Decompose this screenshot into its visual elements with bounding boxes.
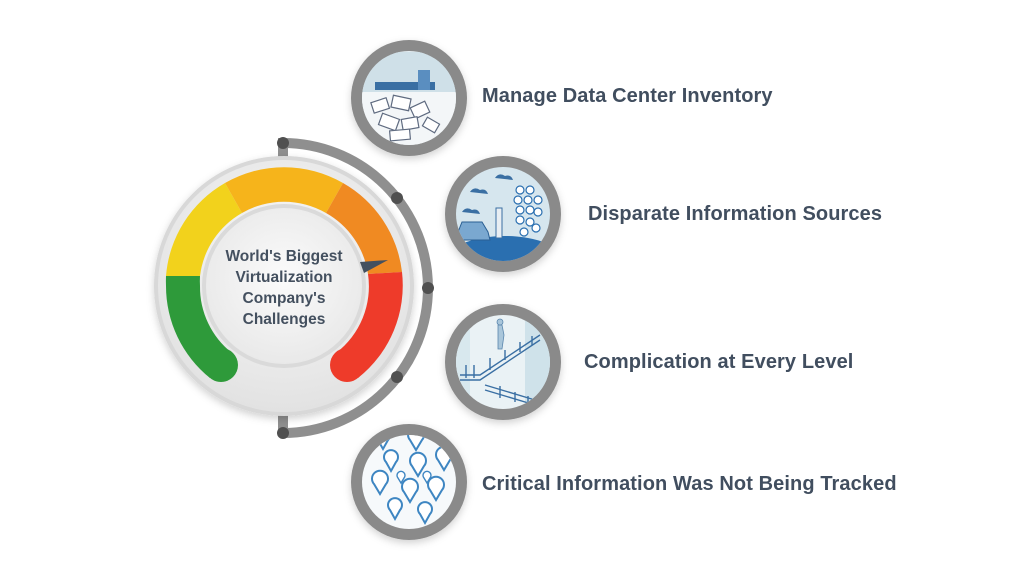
gauge bbox=[154, 156, 414, 416]
arc-node-2 bbox=[422, 282, 434, 294]
item-2-badge bbox=[445, 156, 561, 272]
center-title-line-4: Challenges bbox=[242, 311, 326, 328]
item-4-badge bbox=[351, 424, 467, 540]
center-title-line-1: World's Biggest bbox=[225, 248, 343, 265]
center-title: World's Biggest Virtualization Company's… bbox=[206, 246, 362, 330]
gauge-needle bbox=[360, 260, 388, 273]
item-3-badge bbox=[445, 304, 561, 420]
gauge-segment-amber bbox=[225, 167, 343, 213]
center-title-line-3: Company's bbox=[242, 290, 326, 307]
item-1-label: Manage Data Center Inventory bbox=[482, 85, 773, 107]
center-title-line-2: Virtualization bbox=[235, 269, 333, 286]
item-3-label: Complication at Every Level bbox=[584, 351, 854, 373]
arc-node-bottom bbox=[277, 427, 289, 439]
arc-node-top bbox=[277, 137, 289, 149]
arc-node-3 bbox=[391, 371, 403, 383]
question-map-pins-icon bbox=[371, 435, 453, 526]
item-1-badge bbox=[351, 40, 467, 156]
outer-bracket-arc bbox=[277, 137, 434, 439]
gauge-segment-orange bbox=[326, 183, 402, 274]
item-2-label: Disparate Information Sources bbox=[588, 203, 883, 225]
item-4-label: Critical Information Was Not Being Track… bbox=[482, 473, 897, 495]
gauge-segment-yellow bbox=[166, 183, 242, 276]
arc-node-1 bbox=[391, 192, 403, 204]
